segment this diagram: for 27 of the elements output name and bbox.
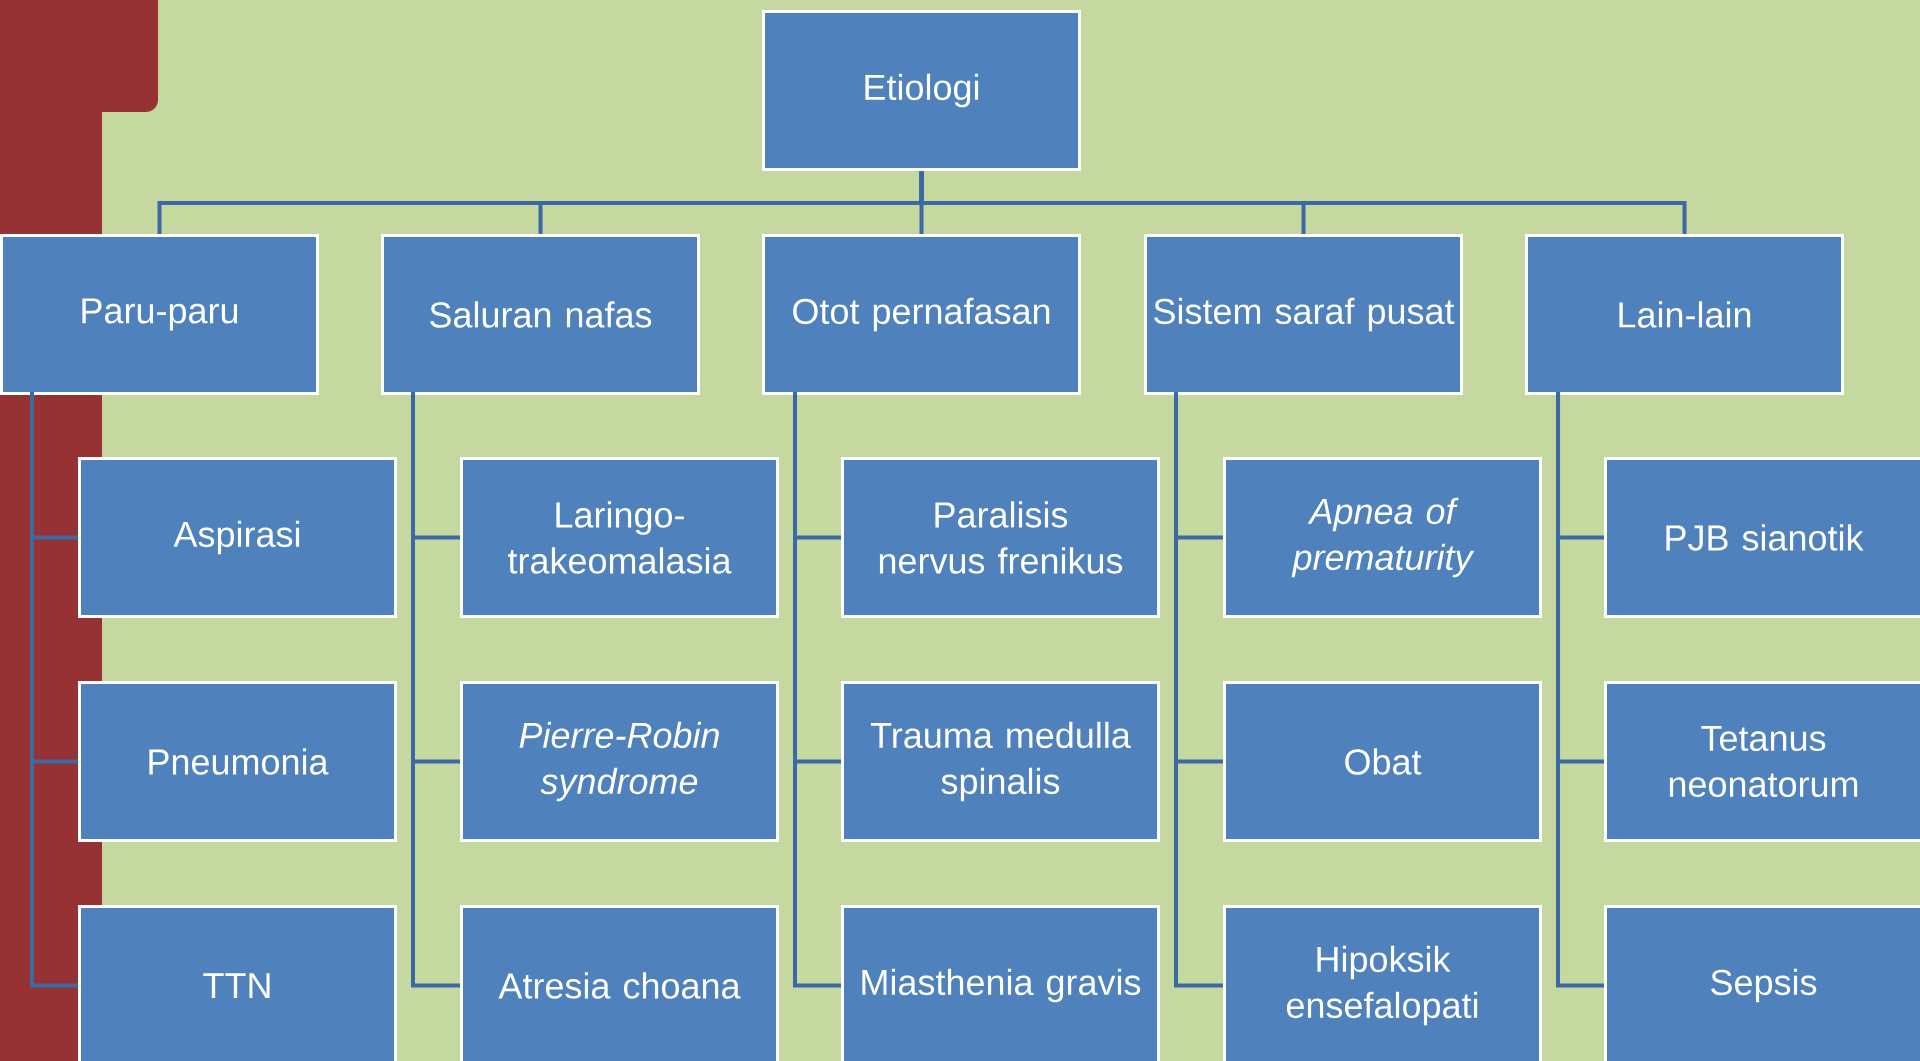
cause-box: Apnea of prematurity (1223, 457, 1542, 618)
cause-box: PJB sianotik (1604, 457, 1920, 618)
cause-box: Hipoksik ensefalopati (1223, 905, 1542, 1061)
connector (411, 392, 460, 988)
cause-box: Atresia choana (460, 905, 779, 1061)
cause-box: Obat (1223, 681, 1542, 842)
category-box: Saluran nafas (381, 234, 700, 395)
cause-box: Miasthenia gravis (841, 905, 1160, 1061)
category-box: Sistem saraf pusat (1144, 234, 1463, 395)
connector (1556, 392, 1604, 988)
cause-box: Trauma medulla spinalis (841, 681, 1160, 842)
cause-box: Laringo-trakeomalasia (460, 457, 779, 618)
cause-box: Tetanus neonatorum (1604, 681, 1920, 842)
cause-box: Pneumonia (78, 681, 397, 842)
connector (30, 392, 78, 988)
cause-box: Paralisis nervus frenikus (841, 457, 1160, 618)
connector (1174, 392, 1223, 988)
connector (793, 392, 841, 988)
cause-box: Sepsis (1604, 905, 1920, 1061)
category-box: Otot pernafasan (762, 234, 1081, 395)
cause-box: Pierre-Robin syndrome (460, 681, 779, 842)
cause-box: Aspirasi (78, 457, 397, 618)
root-box: Etiologi (762, 10, 1081, 171)
cause-box: TTN (78, 905, 397, 1061)
connector (919, 171, 1687, 234)
category-box: Lain-lain (1525, 234, 1844, 395)
category-box: Paru-paru (0, 234, 319, 395)
